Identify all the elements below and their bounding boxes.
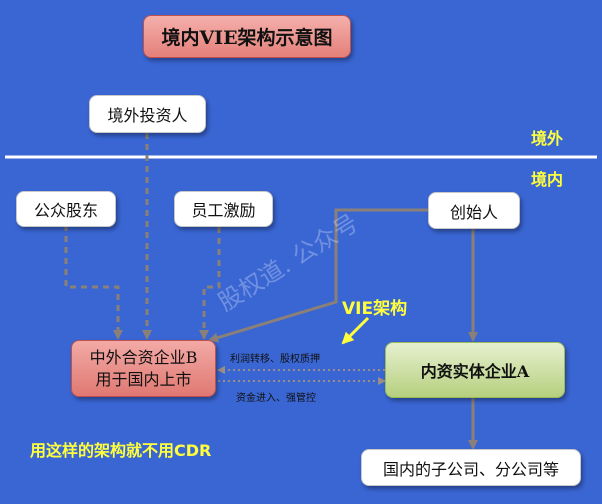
node-founder: 创始人 [428,192,520,229]
node-jv-b-line2: 用于国内上市 [95,369,192,389]
onshore-label: 境内 [531,170,564,189]
node-subsidiaries: 国内的子公司、分公司等 [361,449,581,486]
label-profit-transfer: 利润转移、股权质押 [230,354,320,365]
vie-label: VIE架构 [342,299,408,319]
edge-employee-to-jv [199,227,221,340]
node-public-shareholders: 公众股东 [16,191,116,227]
cdr-note: 用这样的架构就不用CDR [30,441,212,460]
node-employee-incentive: 员工激励 [174,191,273,227]
node-domestic-a: 内资实体企业A [385,342,565,398]
label-funding-control: 资金进入、强管控 [236,393,316,404]
node-jv-b-line1: 中外合资企业B [89,347,198,367]
edge-founder-to-jv [208,208,428,343]
node-jv-b: 中外合资企业B 用于国内上市 [71,340,216,397]
offshore-label: 境外 [531,129,564,148]
edge-public-to-jv [64,225,123,340]
diagram-title: 境内VIE架构示意图 [143,15,351,58]
node-offshore-investor: 境外投资人 [89,95,206,133]
vie-pointer-arrow [341,316,370,345]
